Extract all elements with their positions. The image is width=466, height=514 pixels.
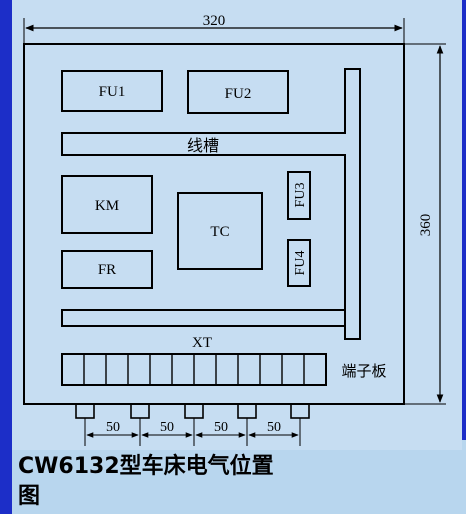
fu2-label: FU2	[225, 86, 252, 102]
fu3-box	[287, 171, 311, 220]
fu3-label: FU3	[293, 183, 308, 208]
fu1-label: FU1	[99, 84, 126, 100]
xt-label: XT	[192, 335, 212, 351]
spacing-label-2: 50	[160, 420, 174, 435]
drawing-area	[12, 0, 462, 450]
fu1-box	[61, 70, 163, 112]
caption-line-2: 图	[18, 484, 41, 509]
km-box	[61, 175, 153, 234]
width-dimension-label: 320	[203, 13, 226, 29]
diagram-caption: CW6132型车床电气位置 图	[18, 452, 318, 512]
lower-trunking	[61, 309, 346, 327]
spacing-label-4: 50	[267, 420, 281, 435]
upper-trunking	[61, 68, 361, 340]
left-accent-bar	[0, 0, 12, 514]
tc-box	[177, 192, 263, 270]
fu4-box	[287, 239, 311, 287]
terminal-board-label: 端子板	[341, 362, 386, 380]
fu2-box	[187, 70, 289, 114]
mounting-feet	[75, 403, 310, 419]
cabinet-panel	[23, 43, 405, 405]
fr-box	[61, 250, 153, 289]
fr-label: FR	[98, 262, 116, 278]
right-accent-bar	[462, 0, 466, 440]
tc-label: TC	[210, 224, 229, 240]
trunking-label: 线槽	[187, 136, 219, 155]
spacing-label-1: 50	[106, 420, 120, 435]
height-dimension-label: 360	[418, 214, 434, 237]
spacing-label-3: 50	[214, 420, 228, 435]
terminal-dividers	[83, 354, 305, 385]
fu4-label: FU4	[293, 251, 308, 276]
km-label: KM	[95, 198, 119, 214]
caption-line-1: CW6132型车床电气位置	[18, 454, 274, 479]
spacing-extensions	[84, 418, 301, 446]
